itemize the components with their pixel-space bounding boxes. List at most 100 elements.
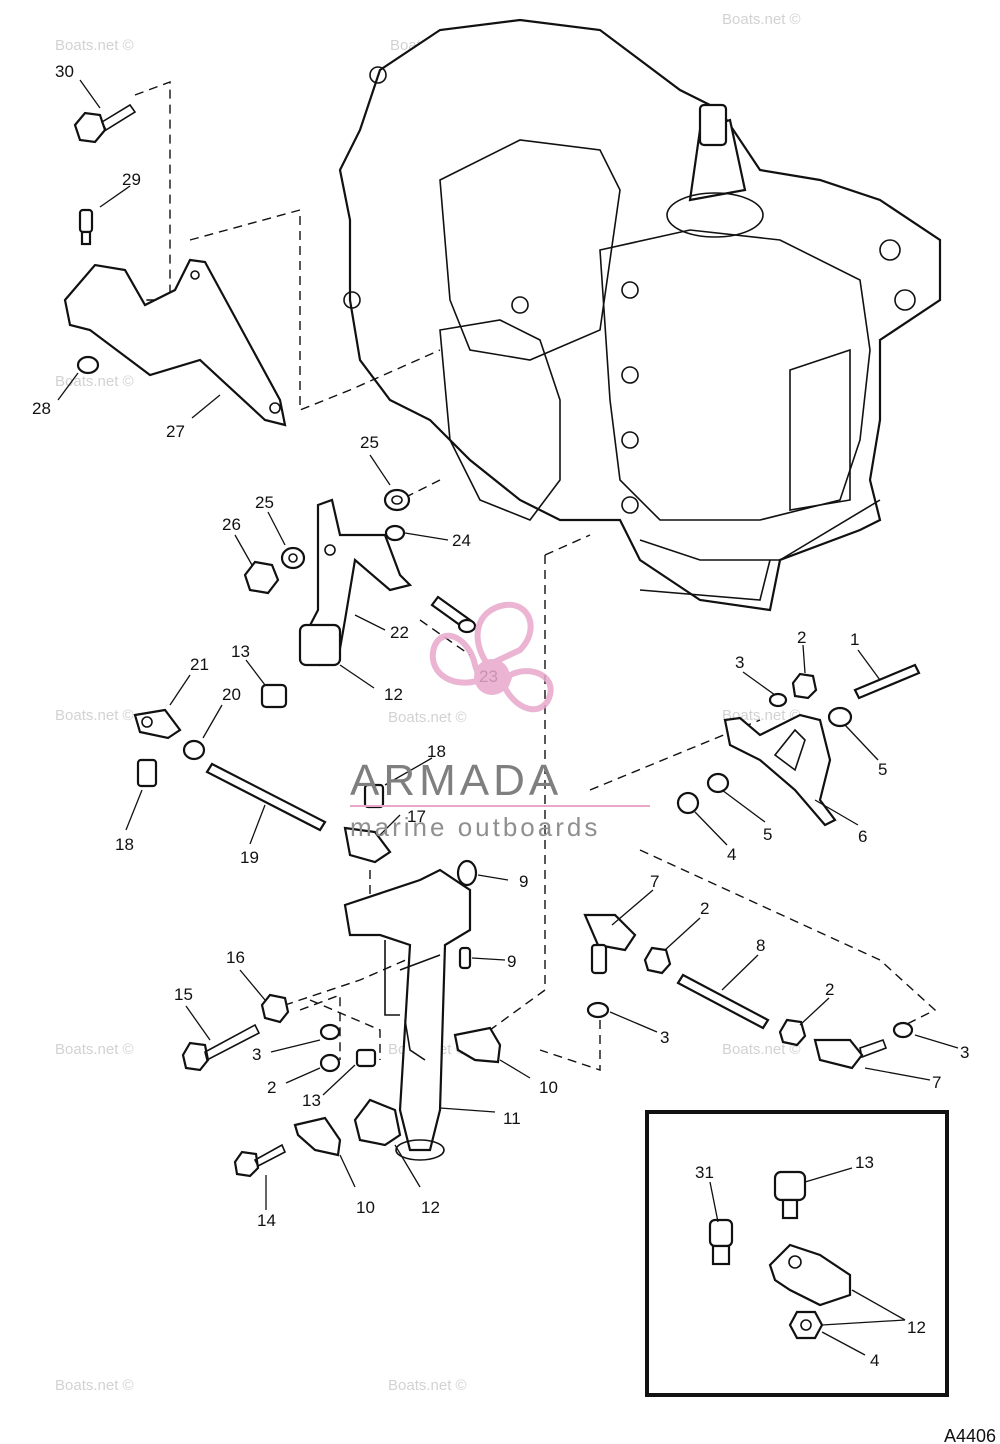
part-3-washer-middle [586, 1001, 610, 1019]
part-16-nut [260, 993, 290, 1024]
part-7-ball-joint-lower [813, 1038, 888, 1070]
callout-9-upper: 9 [519, 872, 528, 891]
callout-28: 28 [32, 399, 51, 418]
callout-19: 19 [240, 848, 259, 867]
callout-9-lower: 9 [507, 952, 516, 971]
part-3-washer-left [319, 1023, 341, 1041]
callout-11: 11 [503, 1109, 521, 1128]
brand-tagline: marine outboards [350, 812, 600, 842]
callout-6: 6 [858, 827, 867, 846]
part-2-nut-middle [643, 946, 672, 975]
armada-logo: ARMADA marine outboards [350, 601, 650, 842]
part-12-clamp-center [353, 1098, 402, 1147]
callout-13-inset: 13 [855, 1153, 874, 1172]
callout-3-left: 3 [252, 1045, 261, 1064]
callout-17: 17 [407, 807, 426, 826]
part-4-bushing [676, 791, 700, 815]
part-19-rod [205, 762, 327, 832]
leader-lines [57, 79, 959, 1356]
callout-1: 1 [850, 630, 859, 649]
watermark: Boats.net © [55, 1041, 134, 1058]
callout-27: 27 [166, 422, 185, 441]
callout-4: 4 [727, 845, 736, 864]
part-8-rod [676, 973, 770, 1030]
part-23-screw [430, 595, 477, 634]
part-15-bolt [181, 1023, 261, 1072]
part-3-washer-upper [768, 692, 788, 708]
watermark: Boats.net © [388, 709, 467, 726]
part-3-washer-right [892, 1021, 914, 1039]
callout-3-middle: 3 [660, 1028, 669, 1047]
inset-detail-box [645, 1110, 949, 1397]
callout-labels: 30 29 28 27 25 25 26 24 22 23 21 13 20 1… [32, 62, 969, 1370]
callout-8: 8 [756, 936, 765, 955]
powerhead-block [338, 18, 942, 612]
callout-18-center: 18 [427, 742, 446, 761]
part-2-nut-left [319, 1053, 341, 1073]
callout-5-lower: 5 [763, 825, 772, 844]
callout-5-upper: 5 [878, 760, 887, 779]
callout-24: 24 [452, 531, 471, 550]
callout-13-upper: 13 [231, 642, 250, 661]
part-20-nut [182, 739, 206, 761]
part-6-bracket [723, 713, 837, 827]
watermark: Boats.net © [55, 1377, 134, 1394]
part-28-nut [76, 355, 100, 375]
callout-14: 14 [257, 1211, 276, 1230]
callout-16: 16 [226, 948, 245, 967]
callout-20: 20 [222, 685, 241, 704]
callout-25-upper: 25 [360, 433, 379, 452]
callout-7-lower: 7 [932, 1073, 941, 1092]
part-25-washer-lower [280, 546, 306, 570]
callout-2-right: 2 [825, 980, 834, 999]
callout-4-inset: 4 [870, 1351, 879, 1370]
callout-26: 26 [222, 515, 241, 534]
watermark: Boats.net © [722, 11, 801, 28]
callout-31: 31 [695, 1163, 714, 1182]
part-13-screw-inset [773, 1170, 807, 1220]
callout-22: 22 [390, 623, 409, 642]
part-9-pin-upper [456, 859, 478, 887]
callout-30: 30 [55, 62, 74, 81]
part-13-screw-lower [355, 1048, 377, 1068]
part-26-nut [243, 560, 280, 595]
callout-15: 15 [174, 985, 193, 1004]
part-7-ball-joint-upper [583, 913, 637, 975]
part-29-fitting [78, 208, 94, 246]
part-31-screw [708, 1218, 734, 1266]
part-21-ball-joint [133, 708, 182, 740]
watermark: Boats.net © [55, 707, 134, 724]
callout-25-lower: 25 [255, 493, 274, 512]
part-12-clamp-inset [768, 1243, 852, 1307]
part-1-stud [853, 663, 921, 700]
part-2-nut-right [778, 1018, 807, 1047]
part-14-bolt [233, 1143, 287, 1178]
part-22-lever [298, 498, 413, 667]
callout-2-upper: 2 [797, 628, 806, 647]
part-24-bushing [384, 524, 406, 542]
callout-21: 21 [190, 655, 209, 674]
callout-10-right: 10 [539, 1078, 558, 1097]
part-10-link-left [293, 1116, 342, 1157]
part-9-pin-lower [458, 946, 472, 970]
part-11-throttle-shaft [343, 868, 472, 1161]
part-5-washer-lower [706, 772, 730, 794]
part-10-link-right [453, 1026, 502, 1064]
propeller-icon [429, 601, 554, 713]
watermark: Boats.net © [55, 37, 134, 54]
callout-12-center: 12 [421, 1198, 440, 1217]
brand-name: ARMADA [350, 756, 562, 805]
callout-7-upper: 7 [650, 872, 659, 891]
callout-2-middle: 2 [700, 899, 709, 918]
callout-12-inset: 12 [907, 1318, 926, 1337]
callout-3-upper: 3 [735, 653, 744, 672]
part-17-arm [343, 826, 392, 864]
callout-13-lower: 13 [302, 1091, 321, 1110]
part-25-washer-upper [383, 488, 411, 512]
callout-2-left: 2 [267, 1078, 276, 1097]
callout-10-left: 10 [356, 1198, 375, 1217]
part-5-washer-upper [827, 706, 853, 728]
callout-3-right: 3 [960, 1043, 969, 1062]
callout-12-upper: 12 [384, 685, 403, 704]
